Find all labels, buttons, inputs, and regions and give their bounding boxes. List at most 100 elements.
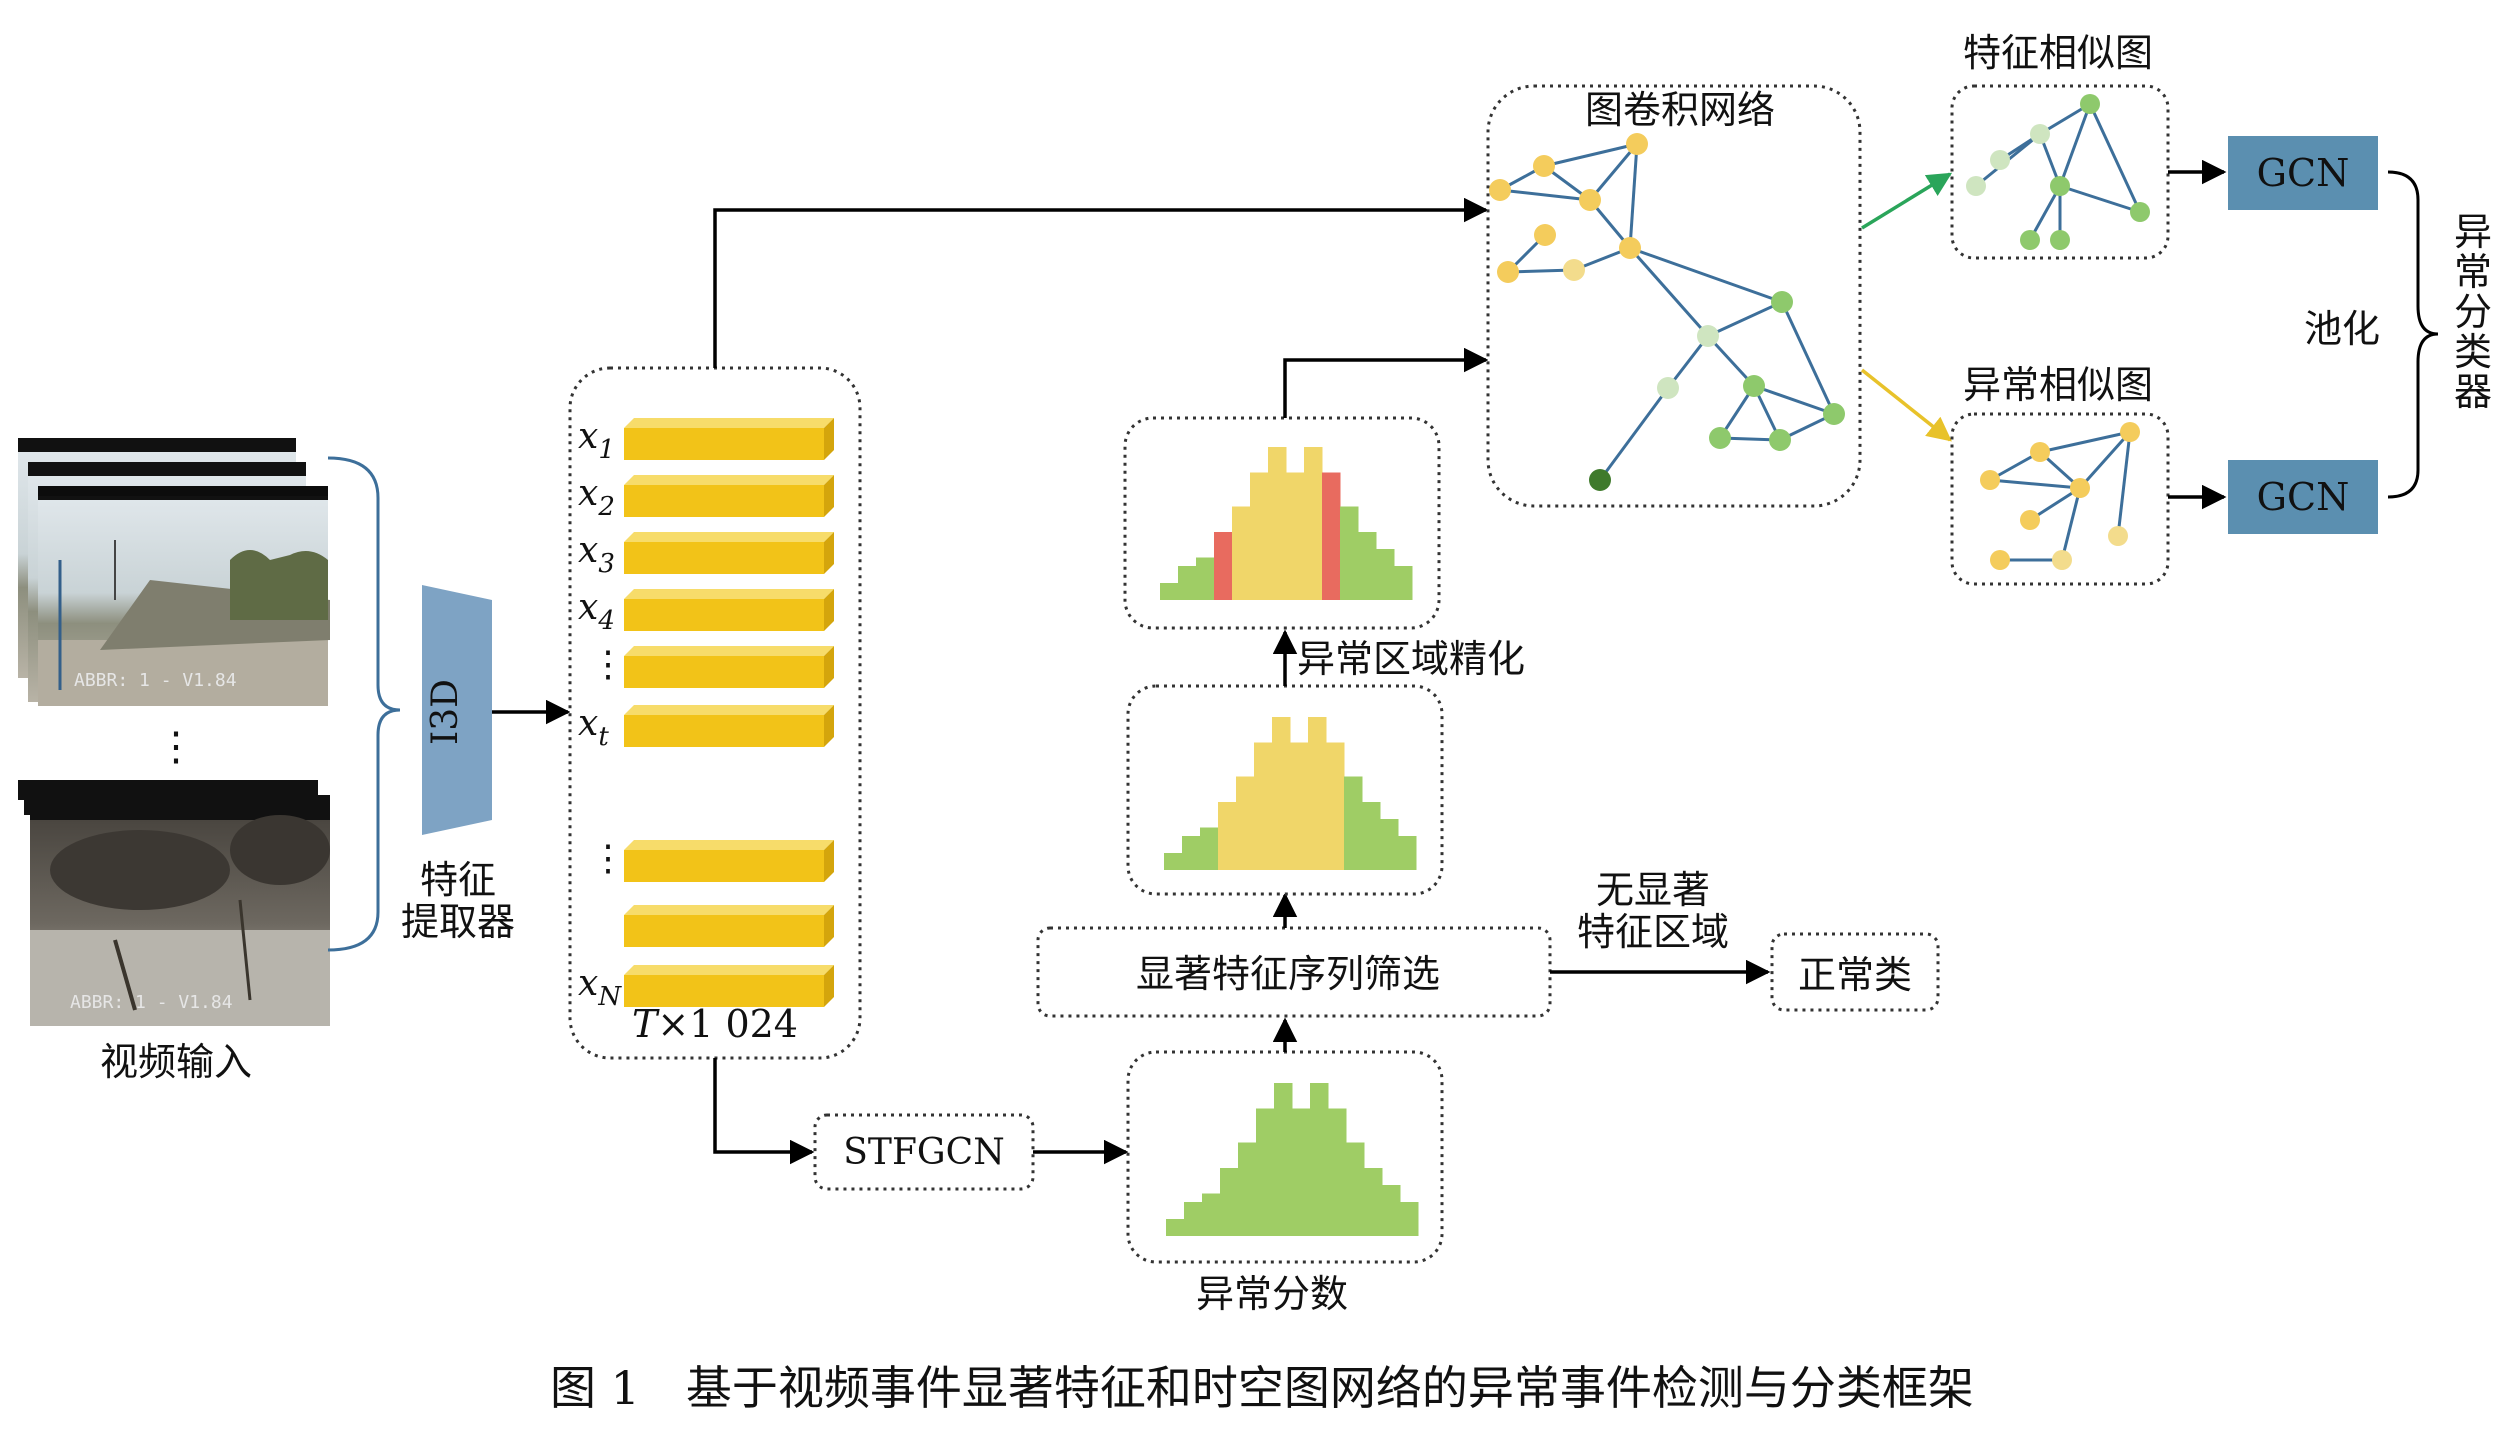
normal-box: [1770, 932, 1940, 1012]
feature-similarity-graph: [1966, 94, 2150, 250]
graph-node: [2130, 202, 2150, 222]
graph-node: [2030, 124, 2050, 144]
graph-node: [1579, 189, 1601, 211]
histogram-bar: [1400, 1202, 1419, 1236]
score-histogram: [1166, 1083, 1419, 1236]
feature-bar-side: [824, 418, 834, 460]
salient-histogram: [1164, 717, 1417, 870]
feature-bar: [624, 715, 824, 747]
histogram-bar: [1232, 506, 1251, 600]
graph-edge: [1629, 246, 1783, 304]
graph-node: [2020, 510, 2040, 530]
gcn-block-top-label: GCN: [2257, 151, 2350, 195]
graph-node: [1619, 237, 1641, 259]
feature-bar: [624, 599, 824, 631]
graph-node: [1743, 375, 1765, 397]
feature-bar: [624, 656, 824, 688]
graph-edge: [1707, 300, 1783, 338]
histogram-bar: [1382, 1185, 1401, 1236]
pooling-brace: [2387, 170, 2439, 499]
histogram-bar: [1290, 742, 1309, 870]
stfgcn-box: [813, 1113, 1035, 1191]
histogram-bar: [1364, 1168, 1383, 1236]
graph-node: [2050, 230, 2070, 250]
feature-bar: [624, 975, 824, 1007]
graph-node: [1709, 427, 1731, 449]
feature-row-label: x4: [578, 587, 615, 636]
gcn-block-top: [2228, 136, 2378, 210]
video-frame-stack-top: ABBR: 1 - V1.84: [18, 438, 330, 706]
video-input: ABBR: 1 - V1.84 ⋮ ABBR: 1 - V1.84 视频输入: [18, 438, 401, 1084]
graph-edge: [2039, 430, 2131, 454]
graph-node: [1990, 150, 2010, 170]
graph-edge: [2028, 185, 2062, 241]
feature-row-label: xt: [578, 703, 609, 752]
arrow-gcn-to-anomaly-graph: [1860, 368, 1952, 442]
normal-label: 正常类: [1798, 953, 1912, 997]
graph-edge: [1989, 478, 2081, 490]
gcn-network-label: 图卷积网络: [1585, 88, 1775, 132]
histogram-bar: [1202, 1193, 1221, 1236]
graph-node: [1823, 403, 1845, 425]
graph-edge: [2078, 431, 2132, 489]
feature-bar-top: [624, 646, 834, 656]
feature-bar-side: [824, 646, 834, 688]
graph-edge: [1499, 188, 1591, 202]
i3d-block: [422, 585, 492, 835]
feature-extractor: I3D 特征 提取器: [401, 585, 571, 944]
graph-node: [1697, 325, 1719, 347]
graph-node: [1489, 179, 1511, 201]
graph-node: [2050, 176, 2070, 196]
refined-histogram: [1160, 447, 1413, 600]
i3d-label: I3D: [425, 679, 466, 745]
feature-bar-top: [624, 705, 834, 715]
graph-node: [1966, 176, 1986, 196]
histogram-bar: [1380, 819, 1399, 870]
graph-edge: [1753, 384, 1835, 416]
graph-node: [2080, 94, 2100, 114]
graph-edge: [1507, 268, 1575, 274]
feature-bar-side: [824, 840, 834, 882]
graph-edge: [1588, 143, 1639, 201]
histogram-bar: [1358, 532, 1377, 600]
feature-bar-top: [624, 965, 834, 975]
feature-bar: [624, 850, 824, 882]
histogram-bar: [1272, 717, 1291, 870]
graph-edge: [1628, 143, 1639, 249]
graph-node: [1534, 224, 1556, 246]
frame-overlay-text: ABBR: 1 - V1.84: [70, 992, 233, 1013]
feature-bar: [624, 915, 824, 947]
graph-node: [1589, 469, 1611, 491]
histogram-bar: [1214, 532, 1233, 600]
vertical-ellipsis: ⋮: [156, 724, 196, 770]
graph-node: [1533, 155, 1555, 177]
arrow-refined-to-gcn: [1283, 347, 1489, 418]
histogram-bar: [1200, 827, 1219, 870]
histogram-bar: [1340, 506, 1359, 600]
feature-bar-top: [624, 418, 834, 428]
score-label: 异常分数: [1196, 1272, 1348, 1316]
feature-row-label: ⋮: [590, 644, 626, 685]
feature-bar-side: [824, 532, 834, 574]
feature-dim-label: T×1 024: [632, 1002, 798, 1046]
feature-row-label: x3: [578, 530, 615, 579]
histogram-bar: [1166, 1219, 1185, 1236]
feature-bar-side: [824, 589, 834, 631]
histogram-bar: [1184, 1202, 1203, 1236]
histogram-bar: [1286, 472, 1305, 600]
feature-bar-top: [624, 905, 834, 915]
histogram-bar: [1362, 802, 1381, 870]
graph-edge: [1543, 142, 1638, 168]
feature-graph-box: [1950, 84, 2170, 260]
histogram-bar: [1310, 1083, 1329, 1236]
gcn-network-graph: [1489, 133, 1845, 491]
extractor-label-line1: 特征: [420, 858, 496, 902]
histogram-bar: [1218, 802, 1237, 870]
graph-edge: [1598, 387, 1670, 481]
graph-edge: [2060, 487, 2082, 561]
graph-node: [1497, 261, 1519, 283]
graph-node: [1980, 470, 2000, 490]
